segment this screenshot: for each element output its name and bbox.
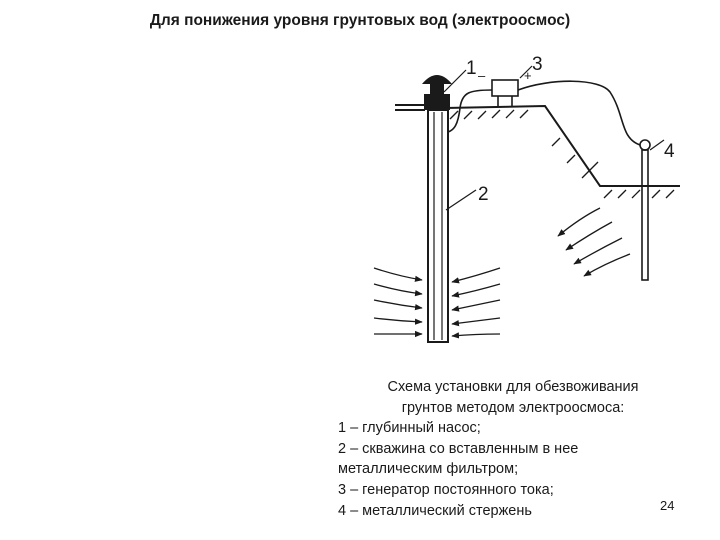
flow-arrows-slope bbox=[557, 207, 631, 277]
dc-generator bbox=[491, 79, 519, 107]
well-casing bbox=[427, 109, 449, 343]
caption-title-line2: грунтов методом электроосмоса: bbox=[401, 399, 625, 416]
flow-arrows-left bbox=[373, 267, 423, 338]
caption-item: 4 – металлический стержень bbox=[338, 502, 532, 519]
leader-lines bbox=[443, 65, 665, 211]
metal-rod bbox=[639, 139, 651, 281]
plus-label: + bbox=[524, 68, 532, 83]
flow-arrows-right bbox=[451, 267, 501, 339]
label-pump: 1 bbox=[466, 58, 477, 79]
label-generator: 3 bbox=[532, 54, 543, 75]
caption-item: 3 – генератор постоянного тока; bbox=[338, 481, 554, 498]
figure-caption: Схема установки для обезвоживания грунто… bbox=[338, 377, 688, 521]
ground-profile bbox=[395, 104, 680, 187]
label-rod: 4 bbox=[664, 141, 675, 162]
page-number: 24 bbox=[660, 498, 675, 513]
wires bbox=[447, 80, 641, 146]
slide-title: Для понижения уровня грунтовых вод (элек… bbox=[149, 12, 571, 29]
label-well: 2 bbox=[478, 184, 489, 205]
deep-pump bbox=[422, 75, 452, 110]
minus-label: – bbox=[478, 68, 486, 83]
caption-item: 1 – глубинный насос; bbox=[338, 420, 481, 437]
caption-title-line1: Схема установки для обезвоживания bbox=[387, 379, 639, 395]
caption-item: 2 – скважина со вставленным в нее bbox=[338, 440, 579, 457]
ground-hatching bbox=[449, 109, 675, 199]
caption-item: металлическим фильтром; bbox=[338, 461, 519, 478]
